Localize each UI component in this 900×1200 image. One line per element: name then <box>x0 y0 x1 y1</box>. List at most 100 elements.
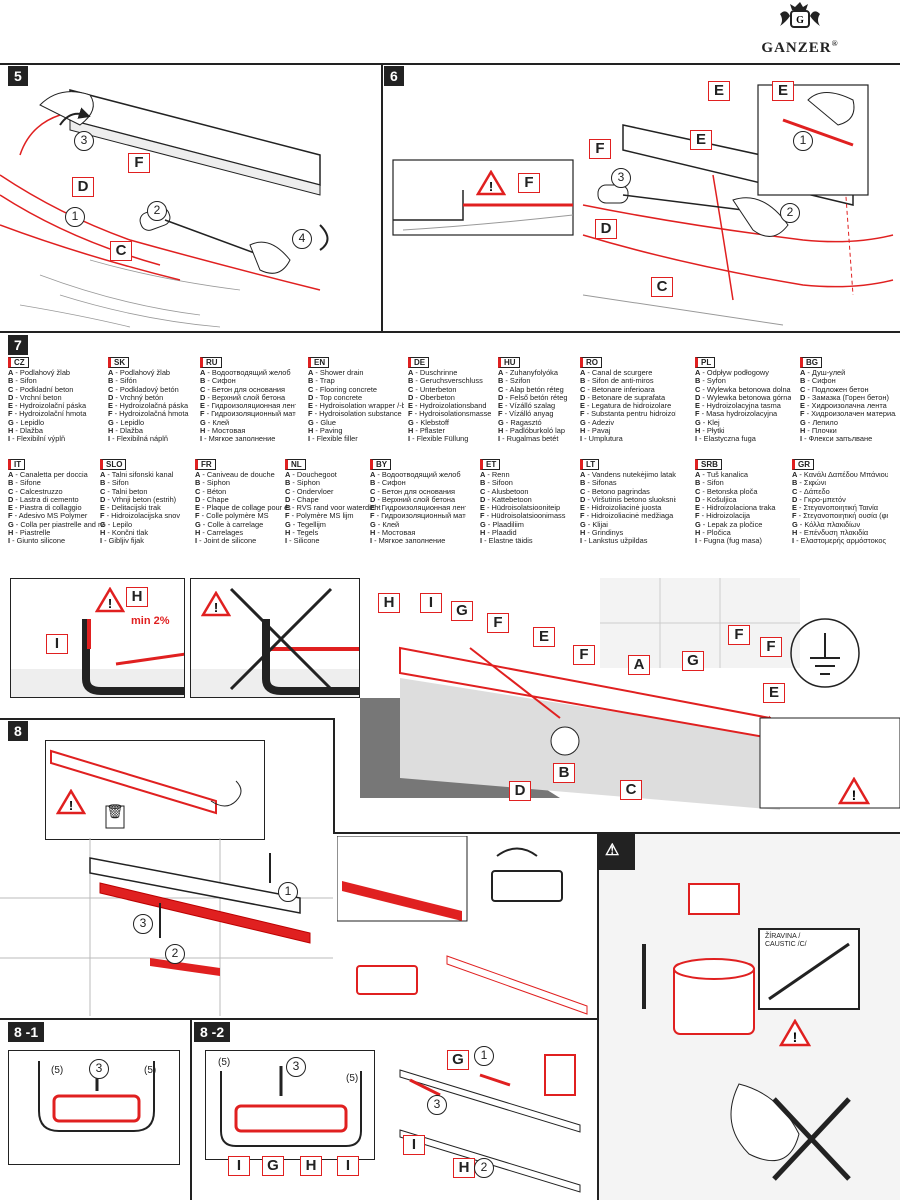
legend-item: H - Paving <box>308 427 343 436</box>
legend-item: B - Sifoon <box>480 479 513 488</box>
legend-item: A - Shower drain <box>308 369 364 377</box>
label-d: D <box>72 177 94 197</box>
legend-item: F - Hidroizolacija <box>695 512 751 521</box>
slope-label: min 2% <box>131 615 170 627</box>
language-code: BG <box>800 357 822 368</box>
legend-item: B - Sifone <box>8 479 41 488</box>
legend-item: H - Мостовая <box>200 427 246 436</box>
legend-item: F - Polymère MS lijm <box>285 512 354 521</box>
divider <box>597 832 599 1200</box>
label-e: E <box>708 81 730 101</box>
language-code: RO <box>580 357 602 368</box>
legend-item: I - Ελαστομερής αρμόστοκος <box>792 537 887 546</box>
gap-dimension: (5) <box>144 1065 157 1076</box>
gap-dimension: (5) <box>51 1065 64 1076</box>
legend-item: H - Tegels <box>285 529 319 538</box>
legend-item: F - Хидроизолачен материал <box>800 410 896 419</box>
legend-item: B - Sifón <box>108 377 137 386</box>
legend-item: C - Betonare inferioara <box>580 385 655 394</box>
svg-text:!: ! <box>793 1029 798 1045</box>
step-number: 7 <box>8 335 28 355</box>
trash-icon: 🗑 <box>106 803 124 819</box>
legend-item: E - Hidroizolaciona traka <box>695 504 776 513</box>
legend-item: G - Colla per piastrelle and no piere <box>8 520 104 529</box>
language-code: FR <box>195 459 216 470</box>
divider <box>381 63 383 333</box>
label-c: C <box>620 780 642 800</box>
legend-item: D - Oberbeton <box>408 393 455 402</box>
legend-item: A - Tuš kanalica <box>695 471 748 479</box>
legend-item: A - Водоотводящий желоб <box>200 369 291 377</box>
step-6-illustration: E E E F F D C ! 1 2 3 <box>383 65 900 330</box>
legend-item: C - Talni beton <box>100 487 148 496</box>
step-circle: 2 <box>147 201 167 221</box>
step-circle: 3 <box>133 914 153 934</box>
legend-item: H - Grindinys <box>580 529 624 538</box>
legend-item: C - Betonska ploča <box>695 487 758 496</box>
legend-item: I - Мягкое заполнение <box>370 537 446 546</box>
legend-item: G - Lepilo <box>100 520 133 529</box>
legend-item: E - RVS rand voor waterdichting flens <box>285 504 381 513</box>
language-code: ET <box>480 459 501 470</box>
legend-item: E - Hidroizoliacinė juosta <box>580 504 662 513</box>
legend-item: C - Unterbeton <box>408 385 457 394</box>
label-f: F <box>487 613 509 633</box>
legend-item: G - Plaadiliim <box>480 520 524 529</box>
legend-item: A - Caniveau de douche <box>195 471 275 479</box>
cleaning-warning-panel: ⚠ ŽÍRAVINA / CAUSTIC /C/ ! <box>599 834 900 1200</box>
legend-item: A - Duschrinne <box>408 369 458 377</box>
label-c: C <box>651 277 673 297</box>
step-number: 8 -2 <box>194 1022 231 1042</box>
legend-item: F - Гидроизоляционный материал <box>200 410 296 419</box>
legend-item: H - Мостовая <box>370 529 416 538</box>
legend-item: H - Pavaj <box>580 427 611 436</box>
legend-item: I - Rugalmas betét <box>498 435 559 444</box>
label-g: G <box>682 651 704 671</box>
legend-item: B - Sifon <box>100 479 129 488</box>
legend-item: G - Klebstoff <box>408 418 449 427</box>
legend-item: D - Vrhnji beton (estrih) <box>100 495 177 504</box>
label-h: H <box>453 1158 475 1178</box>
language-code: SLO <box>100 459 127 470</box>
language-code: PL <box>695 357 716 368</box>
legend-item: F - Στεγανοποιητική ουσία (φελλό / ρητίν… <box>792 512 888 521</box>
label-b: B <box>553 763 575 783</box>
label-g: G <box>262 1156 284 1176</box>
step-number: 6 <box>384 66 404 86</box>
legend-item: B - Sifon de anti-miros <box>580 377 654 386</box>
step-circle: 1 <box>278 882 298 902</box>
step-circle: 2 <box>780 203 800 223</box>
legend-item: F - Hydroisolation substance <box>308 410 402 419</box>
step-number: 8 <box>8 721 28 741</box>
legend-item: F - Masa hydroizolacyjna <box>695 410 778 419</box>
legend-item: G - Adeziv <box>580 418 615 427</box>
language-code: RU <box>200 357 222 368</box>
legend-item: C - Бетон для основания <box>370 487 456 496</box>
legend-item: I - Flexibilní výplň <box>8 435 66 444</box>
label-i: I <box>228 1156 250 1176</box>
step-8-2-detail: (5) (5) 3 <box>205 1050 375 1160</box>
legend-item: H - Končni tlak <box>100 529 149 538</box>
remove-film-detail: ! 🗑 <box>45 740 265 840</box>
legend-item: G - Tegellijm <box>285 520 326 529</box>
step-circle: 2 <box>165 944 185 964</box>
legend-item: D - Betonare de suprafata <box>580 393 666 402</box>
legend-item: H - Płytki <box>695 427 725 436</box>
step-circle: 3 <box>611 168 631 188</box>
label-i: I <box>403 1135 425 1155</box>
legend-item: F - Hydroizolační hmota <box>8 410 87 419</box>
svg-text:!: ! <box>108 596 112 611</box>
legend-item: B - Trap <box>308 377 335 386</box>
divider <box>333 832 900 834</box>
svg-text:!: ! <box>214 600 218 615</box>
legend-item: I - Joint de silicone <box>195 537 257 546</box>
divider <box>0 1018 598 1020</box>
legend-item: G - Klijai <box>580 520 608 529</box>
legend-item: I - Gibljiv fijak <box>100 537 144 546</box>
legend-item: I - Флекси запълване <box>800 435 873 444</box>
